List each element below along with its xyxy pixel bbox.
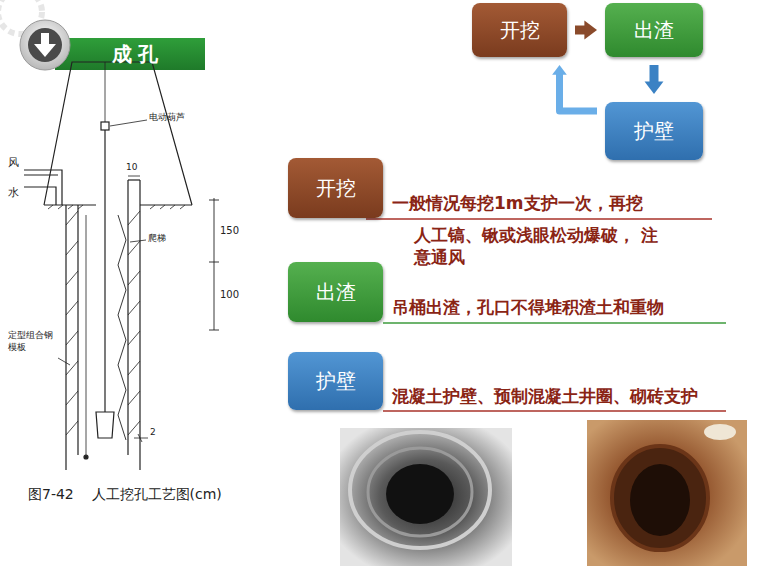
drawing-label: 150 bbox=[220, 224, 239, 237]
flow-arrow bbox=[575, 21, 597, 40]
pile-drawing bbox=[24, 62, 219, 470]
underline bbox=[383, 322, 726, 324]
box-label: 开挖 bbox=[316, 175, 356, 202]
drawing-label: 电动葫芦 bbox=[149, 112, 185, 124]
flow-arrow bbox=[552, 65, 597, 111]
underline bbox=[366, 218, 712, 220]
arrow-line bbox=[650, 65, 659, 84]
drawing-label: 水 bbox=[8, 186, 19, 200]
drawing-label: 风 bbox=[8, 156, 19, 170]
arrow-line bbox=[560, 73, 598, 111]
box-label: 出渣 bbox=[634, 17, 674, 44]
process-box: 出渣 bbox=[605, 3, 703, 57]
box-label: 出渣 bbox=[316, 279, 356, 306]
drawing-label: 2 bbox=[150, 427, 156, 439]
drawing-label: 100 bbox=[220, 288, 239, 301]
figure-caption: 图7-42 人工挖孔工艺图(cm) bbox=[28, 486, 222, 504]
box-label: 护壁 bbox=[316, 368, 356, 395]
note-text: 混凝土护壁、预制混凝土井圈、砌砖支护 bbox=[392, 385, 698, 407]
arrow-head bbox=[584, 21, 597, 40]
drawing-label: 10 bbox=[126, 162, 137, 174]
download-icon bbox=[20, 20, 70, 70]
photo-earth-well bbox=[587, 420, 747, 566]
process-box: 开挖 bbox=[288, 158, 383, 218]
photo-concrete-well bbox=[340, 428, 512, 566]
title-banner bbox=[55, 38, 205, 70]
process-box: 开挖 bbox=[472, 3, 567, 57]
arrow-head bbox=[645, 81, 664, 94]
note-text: 吊桶出渣，孔口不得堆积渣土和重物 bbox=[392, 296, 664, 318]
drawing-label: 爬梯 bbox=[148, 233, 166, 245]
note-text: 一般情况每挖1m支护一次，再挖 bbox=[392, 192, 643, 214]
underline bbox=[383, 410, 726, 412]
box-label: 护壁 bbox=[634, 118, 674, 145]
box-label: 开挖 bbox=[500, 17, 540, 44]
arrow-head bbox=[552, 65, 567, 75]
drawing-label: 定型组合钢模板 bbox=[8, 330, 56, 353]
process-box: 出渣 bbox=[288, 262, 383, 322]
note-text: 人工镐、锹或浅眼松动爆破， 注意通风 bbox=[414, 224, 659, 268]
process-box: 护壁 bbox=[605, 102, 703, 160]
slide-title: 成 孔 bbox=[80, 40, 190, 68]
process-box: 护壁 bbox=[288, 352, 383, 410]
flow-arrow bbox=[645, 65, 664, 94]
